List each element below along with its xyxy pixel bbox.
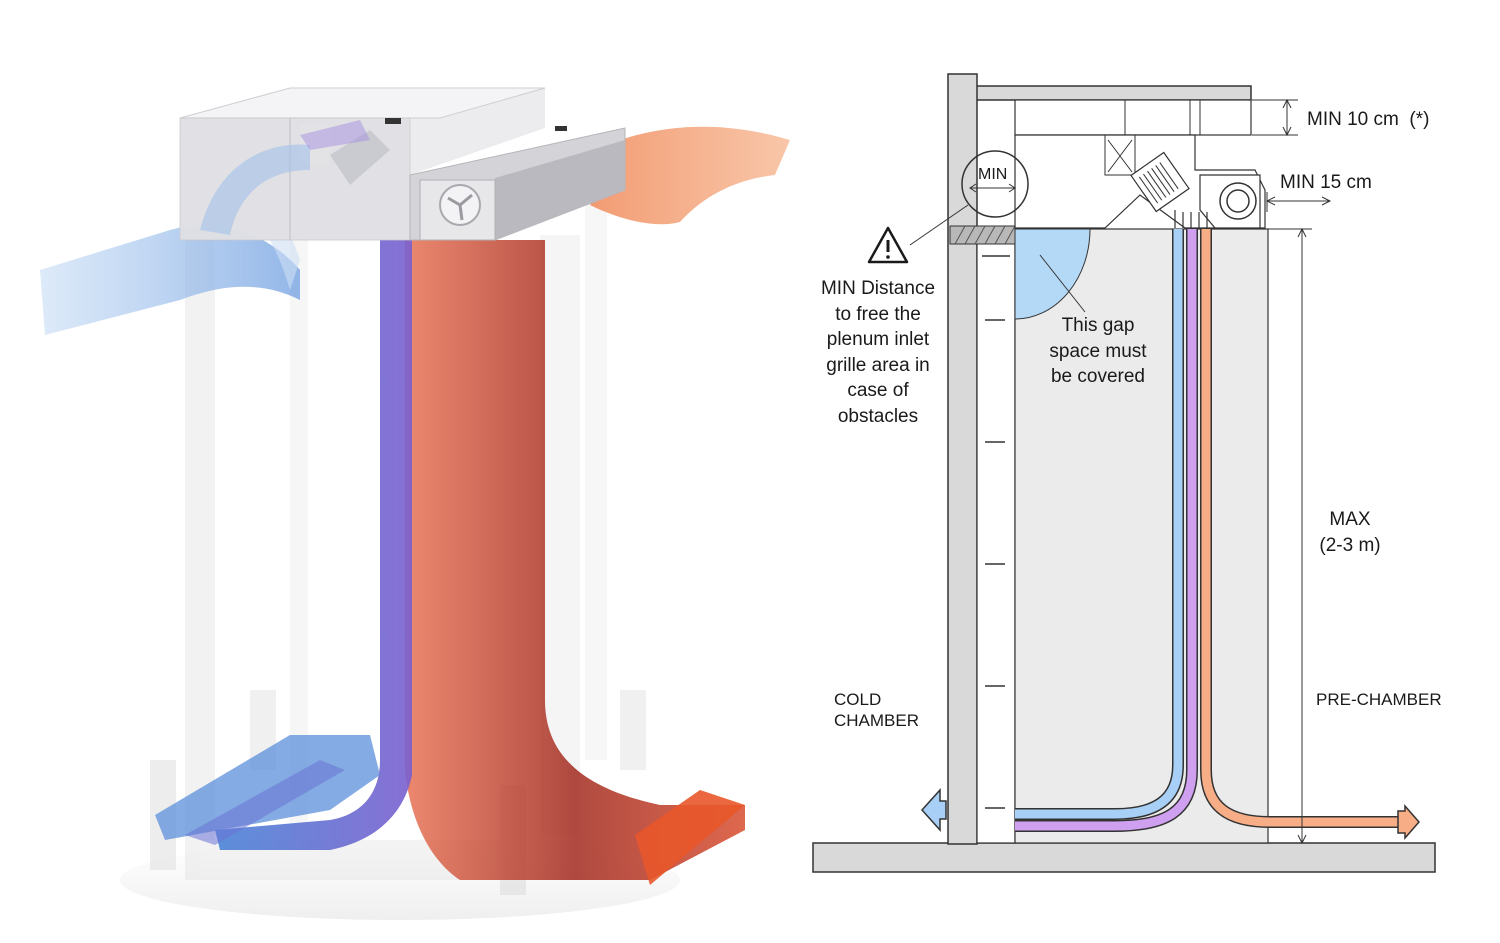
cold-air-band-top: [40, 224, 300, 335]
warm-air-floor-arrow: [635, 790, 745, 885]
dimension-min-10: [1252, 98, 1298, 137]
airflow-arrow-icon: [1397, 804, 1420, 840]
cold-chamber-label: COLD CHAMBER: [834, 690, 920, 730]
gap-note: This gap space must be covered: [1049, 315, 1147, 387]
floor-slab: [812, 842, 1436, 873]
dimension-min-15: [1265, 192, 1332, 212]
wall: [947, 73, 978, 845]
ceiling-slab: [975, 85, 1252, 101]
min-15-label: MIN 15 cm: [1280, 172, 1372, 193]
warning-icon: [867, 226, 909, 264]
air-streams: [1015, 229, 1400, 832]
dimension-max-height: [1268, 227, 1312, 845]
warm-air-column: [405, 240, 745, 880]
cold-chamber-area: [976, 228, 1016, 844]
max-height-label: MAX (2-3 m): [1319, 509, 1381, 556]
pre-chamber-label: PRE-CHAMBER: [1316, 690, 1442, 709]
cold-air-floor-band: [155, 735, 380, 840]
cold-air-column: [215, 240, 412, 850]
warm-air-band-top: [590, 126, 790, 225]
inlet-grille-marks: [982, 255, 1010, 809]
min-10-label: MIN 10 cm (*): [1307, 109, 1430, 130]
air-curtain-unit: [179, 87, 626, 241]
min-distance-note: MIN Distance to free the plenum inlet gr…: [820, 278, 936, 427]
min-circle: [961, 150, 1029, 218]
curtain-zone: [1014, 228, 1269, 844]
motor-icon: [1199, 174, 1261, 229]
fan-icon: [1130, 151, 1190, 213]
min-circle-label: MIN: [978, 166, 1008, 183]
gap-space: [1014, 228, 1091, 320]
cold-exit-arrow: [920, 788, 947, 832]
